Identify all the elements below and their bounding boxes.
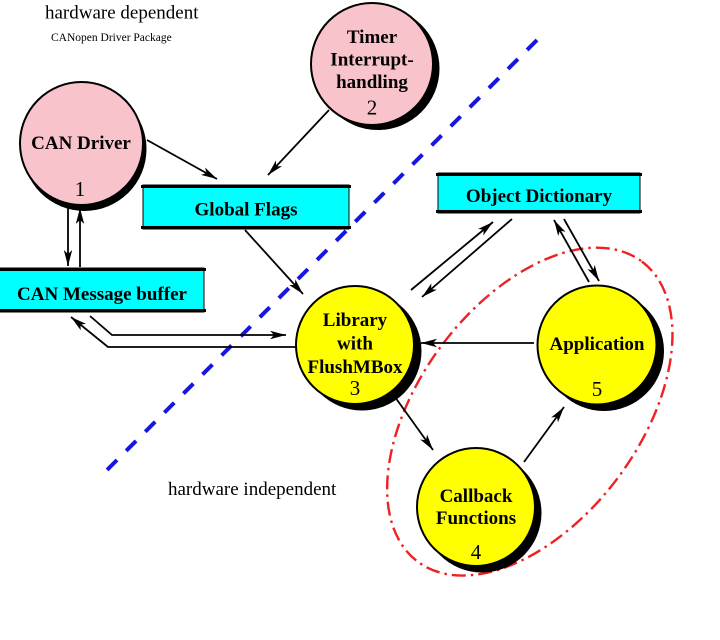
svg-text:4: 4 <box>471 540 482 564</box>
svg-text:Object Dictionary: Object Dictionary <box>466 186 613 207</box>
svg-text:3: 3 <box>350 376 361 400</box>
svg-text:5: 5 <box>592 377 603 401</box>
svg-text:FlushMBox: FlushMBox <box>307 357 403 378</box>
svg-text:CAN Driver: CAN Driver <box>31 133 131 154</box>
svg-text:with: with <box>337 334 373 355</box>
svg-text:Timer: Timer <box>347 27 398 48</box>
svg-text:hardware dependent: hardware dependent <box>45 3 199 24</box>
svg-text:CANopen Driver Package: CANopen Driver Package <box>51 32 172 44</box>
svg-text:Functions: Functions <box>436 508 516 529</box>
svg-text:CAN Message buffer: CAN Message buffer <box>17 284 187 305</box>
svg-text:Library: Library <box>323 310 388 331</box>
svg-text:Interrupt-: Interrupt- <box>330 50 413 71</box>
svg-text:Application: Application <box>549 334 644 355</box>
svg-text:handling: handling <box>336 72 408 93</box>
svg-text:hardware independent: hardware independent <box>168 479 337 500</box>
svg-text:Global Flags: Global Flags <box>195 200 298 221</box>
svg-text:Callback: Callback <box>440 486 513 507</box>
svg-text:2: 2 <box>367 96 378 120</box>
svg-text:1: 1 <box>75 177 86 201</box>
